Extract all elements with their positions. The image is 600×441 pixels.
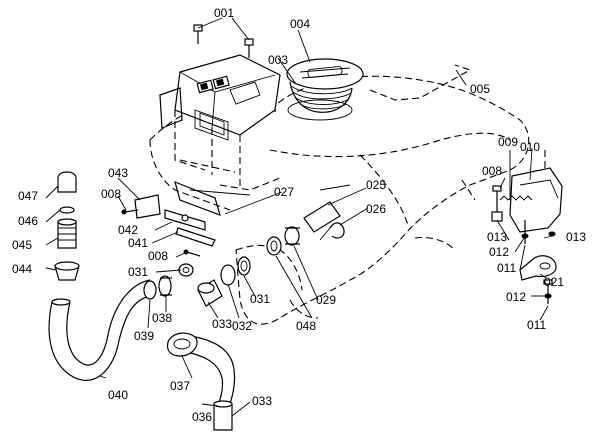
callout-044: 044 [12,262,32,276]
bracket-010 [509,150,563,233]
callout-038: 038 [152,311,172,325]
callout-047: 047 [18,189,38,203]
callout-012-lower: 012 [506,290,526,304]
callout-033-lower: 033 [252,394,272,408]
callout-031-right: 031 [250,292,270,306]
callout-011-lower: 011 [527,318,546,332]
bolt-008-left [121,209,139,215]
clip-026 [319,222,345,241]
callout-013-left: 013 [487,230,507,244]
callout-026: 026 [366,202,386,216]
clamp-031-right [237,256,251,276]
hose-end-033-lower [213,400,233,431]
callout-labels: 001 004 003 005 009 010 043 008 008 047 … [12,6,586,424]
hose-029 [284,226,300,246]
callout-021: 021 [544,275,564,289]
fitting-041 [175,227,216,247]
fuel-tank [149,64,530,325]
callout-041: 041 [128,236,148,250]
callout-042: 042 [118,223,138,237]
callout-032: 032 [232,319,252,333]
callout-008-right: 008 [482,164,502,178]
callout-008-left: 008 [101,187,121,201]
pipe-025 [303,184,351,233]
instrument-housing [159,54,281,190]
bolt-008-mid [183,249,201,257]
callout-011-upper: 011 [497,261,516,275]
filter-element-045 [57,218,77,249]
o-ring-048 [266,236,282,256]
bracket-027 [174,180,251,216]
callout-031-left: 031 [128,265,148,279]
o-ring-046 [59,206,75,214]
filler-neck-bellows [287,81,353,121]
leader-lines [45,17,553,417]
callout-009: 009 [498,135,518,149]
clamp-032 [220,264,236,286]
bracket-043 [134,194,161,219]
clamp-031-left [178,263,194,277]
callout-045: 045 [12,238,32,252]
fuel-hose-040 [48,279,151,381]
callout-013-right: 013 [566,230,586,244]
hose-clamp-038 [158,275,172,297]
callout-048: 048 [296,319,316,333]
callout-001: 001 [214,6,234,20]
nut-013-right [548,231,556,237]
callout-040: 040 [108,388,128,402]
callout-003: 003 [268,53,288,67]
washer-013-left [491,211,503,222]
fitting-042 [164,209,206,231]
callout-043: 043 [108,166,128,180]
plate-021 [519,255,557,281]
fuel-filler-cap [286,58,364,90]
fuel-filter-cap-047 [57,171,77,193]
hose-033-upper [197,279,223,307]
callout-010: 010 [520,140,540,154]
callout-039: 039 [134,329,154,343]
callout-012-upper: 012 [489,245,509,259]
bracket-037 [166,332,198,357]
bolt-008-right [492,185,502,212]
callout-037: 037 [170,379,190,393]
clamp-039 [143,280,157,300]
callout-004: 004 [290,17,310,31]
callout-005: 005 [470,82,490,96]
callout-025: 025 [366,178,386,192]
callout-033-upper: 033 [212,317,232,331]
screw-011-lower [543,279,553,304]
bolt-001-right [244,38,254,58]
callout-036: 036 [192,410,212,424]
washer-012-upper [521,220,529,244]
callout-008-mid: 008 [148,249,168,263]
callout-046: 046 [18,214,38,228]
spring-009 [499,195,533,201]
filter-bowl-044 [54,261,80,281]
callout-027: 027 [274,185,294,199]
callout-029: 029 [316,293,336,307]
